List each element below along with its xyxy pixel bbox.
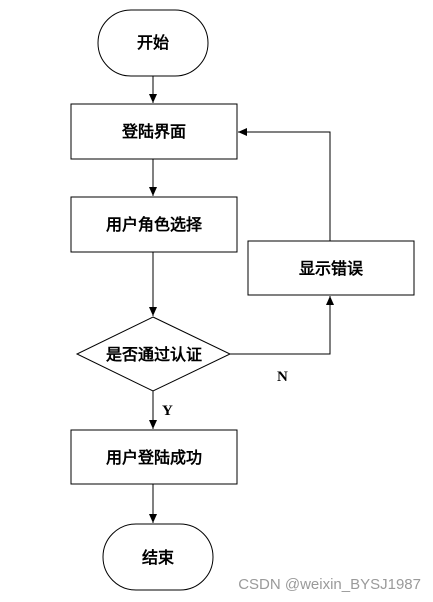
start-label: 开始 [137, 33, 169, 52]
end-label: 结束 [141, 548, 175, 567]
role-select-process: 用户角色选择 [70, 196, 238, 253]
login-page-label: 登陆界面 [121, 122, 186, 141]
start-terminal: 开始 [97, 9, 209, 77]
show-error-label: 显示错误 [299, 259, 364, 278]
show-error-process: 显示错误 [247, 240, 415, 296]
auth-check-decision: 是否通过认证 [75, 316, 232, 392]
login-page-process: 登陆界面 [70, 103, 238, 160]
end-terminal: 结束 [102, 523, 214, 591]
edge-error-to-login [238, 128, 331, 241]
login-success-label: 用户登陆成功 [106, 448, 202, 467]
role-select-label: 用户角色选择 [106, 215, 203, 234]
login-success-process: 用户登陆成功 [70, 429, 238, 485]
yes-branch-label: Y [162, 403, 173, 419]
edge-decision-to-error [230, 296, 334, 355]
auth-check-label: 是否通过认证 [105, 345, 202, 364]
no-branch-label: N [277, 369, 288, 385]
watermark: CSDN @weixin_BYSJ1987 [238, 576, 421, 593]
